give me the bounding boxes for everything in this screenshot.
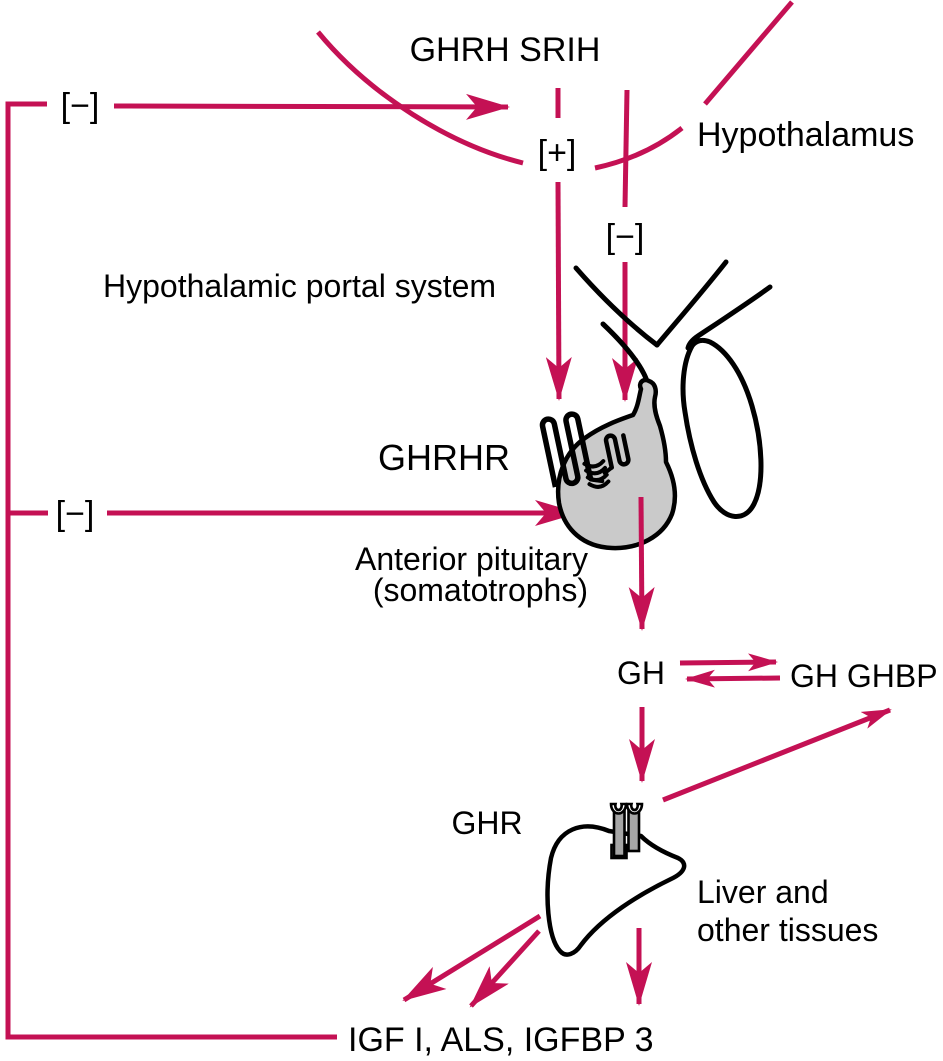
ghrhr-receptor-icon: [539, 411, 631, 489]
ghrhr-label: GHRHR: [378, 437, 510, 478]
stalk-branch-right-upper: [654, 259, 729, 348]
ghr-label: GHR: [451, 805, 522, 841]
ghrh-portal-arrow: [545, 181, 572, 401]
pituitary-gh-secretion-arrow: [628, 496, 655, 631]
ghr-receptor-icon: [609, 802, 644, 860]
feedback-loop-line: [5, 101, 337, 1040]
hormones-title: GHRH SRIH: [410, 31, 601, 69]
srih-line-upper: [622, 89, 630, 208]
liver-label-line2: other tissues: [697, 912, 878, 948]
stalk-branch-right-lower: [685, 284, 773, 351]
portal-system-label: Hypothalamic portal system: [103, 268, 496, 304]
feedback-hypothalamus-sign: [−]: [61, 87, 100, 125]
stalk-branch-left-upper: [573, 265, 660, 348]
anterior-pituitary-label: Anterior pituitary: [355, 541, 588, 577]
srih-inhibition-sign: [−]: [606, 218, 645, 256]
liver-illustration: [545, 802, 687, 957]
hypothalamus-label: Hypothalamus: [697, 116, 914, 154]
igf-output-arrows: [402, 913, 652, 1008]
posterior-pituitary-lobe: [680, 337, 764, 519]
feedback-to-hypothalamus-arrow: [113, 93, 510, 120]
gh-label: GH: [617, 655, 665, 691]
g-protein-coil-icon: [582, 459, 611, 489]
somatotrophs-label: (somatotrophs): [373, 572, 588, 608]
gh-ghbp-label: GH GHBP: [790, 658, 938, 694]
hypothalamus-diagonal-line: [703, 0, 794, 106]
liver-outline: [545, 824, 687, 957]
gh-ghbp-equilibrium-arrows: [679, 653, 781, 688]
feedback-pituitary-sign: [−]: [56, 495, 95, 533]
pituitary-illustration: [539, 259, 773, 551]
hypothalamus-curve-right: [594, 126, 684, 171]
anterior-pituitary-lobe: [555, 377, 678, 551]
igf-products-label: IGF I, ALS, IGFBP 3: [348, 1021, 654, 1059]
ghrh-stimulation-sign: [+]: [538, 134, 577, 172]
liver-label-line1: Liver and: [697, 874, 829, 910]
hypothalamus-curve-left: [316, 30, 524, 166]
ghr-to-ghbp-shedding-arrow: [662, 707, 892, 803]
